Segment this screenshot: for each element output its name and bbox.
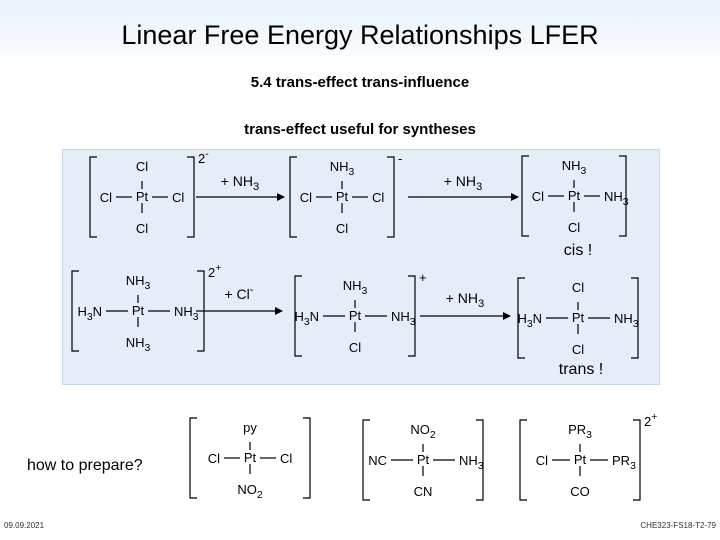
slide-title: Linear Free Energy Relationships LFER: [121, 20, 599, 50]
ligand-top: Cl: [136, 159, 148, 174]
slide-subtitle: 5.4 trans-effect trans-influence: [250, 74, 470, 91]
ligand-bottom: Cl: [136, 221, 148, 236]
arrow-row1-2: + NH3: [408, 173, 519, 201]
metal-center: Pt: [336, 189, 349, 204]
ligand-left: Cl: [300, 190, 312, 205]
metal-center: Pt: [244, 450, 257, 465]
bracket-left: [519, 419, 527, 501]
ligand-left: NC: [368, 453, 387, 468]
footer-course-code: CHE323-FS18-T2-79: [640, 521, 716, 530]
bracket-left: [71, 270, 79, 352]
metal-center: Pt: [568, 188, 581, 203]
metal-center: Pt: [574, 452, 587, 467]
complex-charge: -: [398, 151, 402, 166]
ligand-bottom: Cl: [572, 342, 584, 357]
ligand-bottom: CO: [570, 484, 590, 499]
arrow-row1-1: + NH3: [196, 173, 285, 201]
ligand-bottom: Cl: [349, 340, 361, 355]
ligand-left: H3N: [294, 309, 319, 328]
ligand-left: Cl: [536, 453, 548, 468]
product-label-cis: cis !: [564, 242, 592, 259]
bracket-right: [387, 156, 395, 238]
bracket-left: [521, 155, 529, 237]
ligand-right: NH3: [174, 304, 199, 323]
ligand-top: py: [243, 420, 257, 435]
metal-center: Pt: [136, 189, 149, 204]
reaction-scheme-panel: [62, 149, 660, 385]
metal-center: Pt: [572, 310, 585, 325]
metal-center: Pt: [417, 452, 430, 467]
metal-center: Pt: [349, 308, 362, 323]
ligand-right: NH3: [604, 189, 629, 208]
bracket-left: [189, 417, 197, 499]
ligand-right: PR3: [612, 453, 636, 472]
ligand-right: Cl: [280, 451, 292, 466]
ligand-top: NH3: [330, 159, 355, 178]
ligand-bottom: CN: [414, 484, 433, 499]
footer-date: 09.09.2021: [4, 521, 45, 530]
metal-center: Pt: [132, 303, 145, 318]
ligand-right: Cl: [372, 190, 384, 205]
ligand-left: H3N: [517, 311, 542, 330]
bracket-right: [619, 155, 627, 237]
complex-charge: 2-: [198, 149, 209, 166]
ligand-right: NH3: [459, 453, 484, 472]
ligand-bottom: NO2: [237, 482, 263, 501]
bracket-right: [187, 156, 195, 238]
product-label-trans: trans !: [559, 361, 603, 378]
ligand-right: NH3: [391, 309, 416, 328]
reagent-label: + Cl-: [224, 284, 253, 302]
bracket-left: [89, 156, 97, 238]
ligand-bottom: Cl: [568, 220, 580, 235]
question-text: how to prepare?: [27, 457, 143, 474]
ligand-top: NH3: [126, 273, 151, 292]
bracket-left: [289, 156, 297, 238]
bracket-right: [631, 277, 639, 359]
bracket-right: [408, 275, 416, 357]
ligand-right: Cl: [172, 190, 184, 205]
complex-charge: +: [419, 270, 427, 285]
ligand-top: PR3: [568, 422, 592, 441]
ligand-top: NH3: [343, 278, 368, 297]
ligand-top: NH3: [562, 158, 587, 177]
ligand-bottom: Cl: [336, 221, 348, 236]
bracket-left: [294, 275, 302, 357]
ligand-right: NH3: [614, 311, 639, 330]
ligand-top: Cl: [572, 280, 584, 295]
ligand-bottom: NH3: [126, 335, 151, 354]
bracket-right: [303, 417, 311, 499]
bracket-left: [362, 419, 370, 501]
arrow-row2-2: + NH3: [420, 290, 511, 320]
bracket-right: [633, 419, 641, 501]
complex-charge: 2+: [644, 412, 657, 429]
reagent-label: + NH3: [221, 173, 260, 193]
ligand-left: Cl: [100, 190, 112, 205]
bracket-right: [476, 419, 484, 501]
ligand-left: Cl: [208, 451, 220, 466]
reagent-label: + NH3: [446, 290, 485, 310]
arrow-row2-1: + Cl-: [196, 284, 283, 315]
slide-caption: trans-effect useful for syntheses: [244, 121, 476, 138]
ligand-left: H3N: [77, 304, 102, 323]
ligand-left: Cl: [532, 189, 544, 204]
complex-charge: 2+: [208, 263, 221, 280]
bracket-left: [517, 277, 525, 359]
reagent-label: + NH3: [444, 173, 483, 193]
ligand-top: NO2: [410, 422, 436, 441]
